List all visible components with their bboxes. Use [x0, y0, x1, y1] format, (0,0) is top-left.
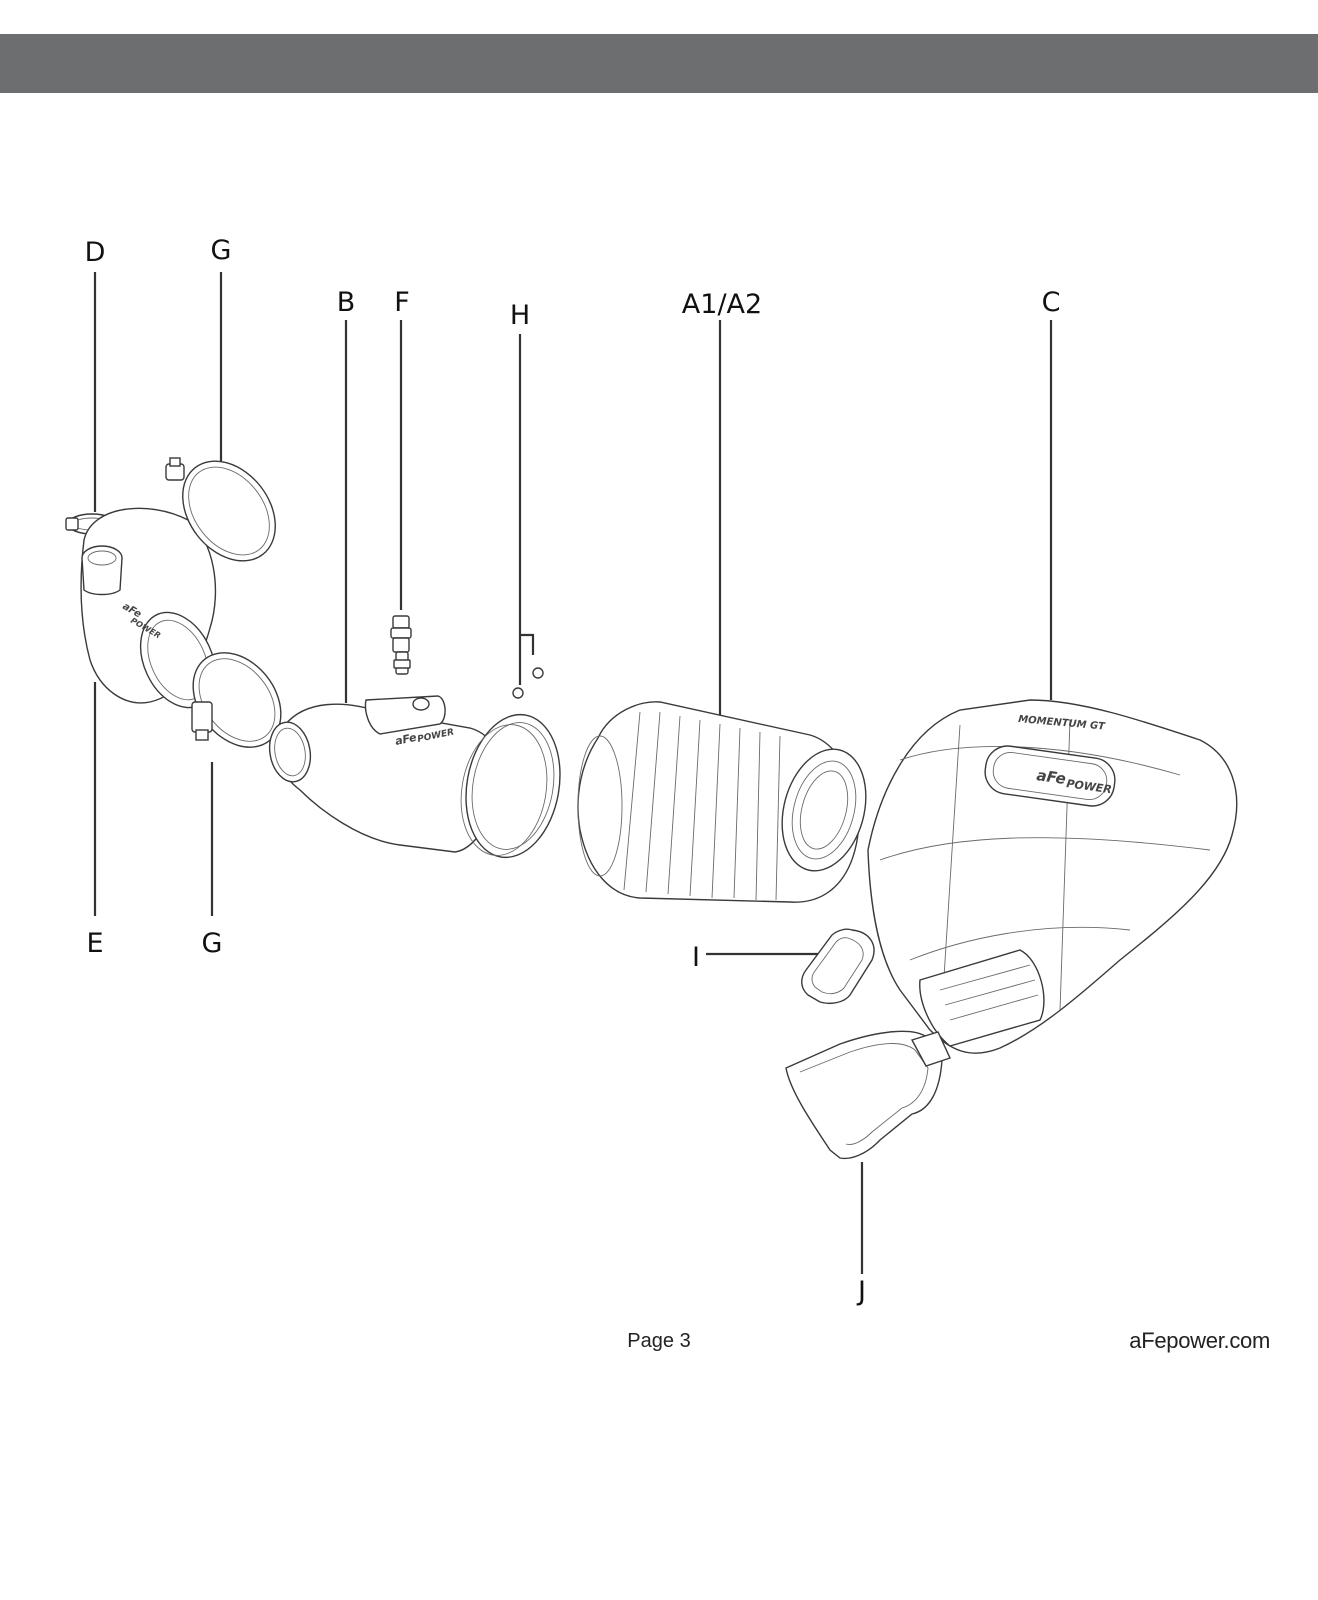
part-c-airbox-housing: aFe POWER MOMENTUM GT: [867, 699, 1238, 1054]
website-link[interactable]: aFepower.com: [1129, 1328, 1270, 1353]
callout-labels: D G B F H A1/A2 C E G I J: [85, 235, 1061, 1307]
callout-g-bottom: G: [202, 928, 223, 959]
part-b-intake-tube: aFe POWER: [268, 695, 500, 853]
callout-h: H: [510, 300, 530, 331]
callout-g-top: G: [211, 235, 232, 266]
part-a-air-filter: [577, 701, 867, 903]
part-j-air-scoop: [785, 1030, 951, 1160]
callout-i: I: [692, 942, 700, 973]
part-g-top-clamp-ring: [165, 457, 276, 562]
callout-a1-a2: A1/A2: [682, 289, 762, 320]
callout-b: B: [337, 287, 356, 318]
filter-pleats: [623, 711, 781, 901]
part-g-bottom-clamp-ring: [191, 652, 282, 748]
filter-coupler-ring: [460, 713, 561, 859]
part-f-pcv-fitting: [390, 615, 412, 675]
part-h-screws: [512, 667, 544, 699]
callout-j: J: [856, 1276, 866, 1307]
callout-d: D: [85, 237, 106, 268]
tube-logo: aFe: [394, 731, 418, 748]
callout-e: E: [86, 928, 103, 959]
page-number: Page 3: [627, 1330, 691, 1352]
header-bar: [0, 34, 1318, 93]
housing-logo-sub: POWER: [1066, 777, 1113, 796]
leader-h: [518, 334, 535, 685]
leader-lines: [93, 272, 1053, 1274]
callout-f: F: [394, 287, 410, 318]
callout-c: C: [1042, 287, 1061, 318]
part-i-seal: [801, 928, 875, 1004]
housing-logo: aFe: [1035, 766, 1067, 788]
